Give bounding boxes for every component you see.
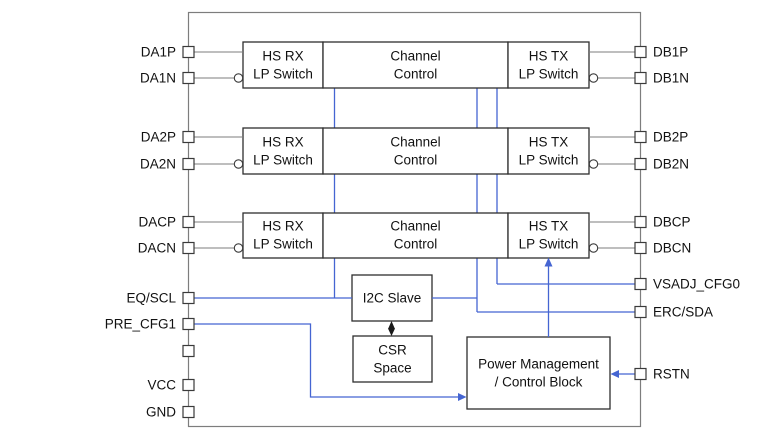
block-hs-tx-3-label-line2: LP Switch <box>519 237 579 252</box>
block-hs-tx-3 <box>507 212 590 259</box>
pin-left-unlabeled <box>182 344 195 358</box>
pin-eqscl <box>182 291 195 305</box>
pin-precfg1 <box>182 317 195 331</box>
block-hs-rx-2-label-line2: LP Switch <box>253 153 313 168</box>
pin-da1p <box>182 45 195 59</box>
block-hs-rx-2 <box>242 127 324 175</box>
pin-dacn <box>182 241 195 255</box>
inverter-bubble-db1n <box>588 73 599 83</box>
pin-vsadjcfg0 <box>634 277 647 291</box>
block-i2c-slave-label: I2C Slave <box>363 291 422 306</box>
block-hs-rx-2-label-line1: HS RX <box>262 135 303 150</box>
block-channel-control-3-label-line2: Control <box>394 237 438 252</box>
pin-label-db2p: DB2P <box>653 130 688 145</box>
pin-gnd <box>182 405 195 419</box>
inverter-bubble-da1n <box>233 73 244 83</box>
arrowhead-pm-to-hstx <box>544 257 553 267</box>
pin-label-da1n: DA1N <box>140 71 176 86</box>
block-channel-control-3 <box>322 212 509 259</box>
pin-db2n <box>634 157 647 171</box>
pin-ercsda <box>634 305 647 319</box>
block-csr-space-label-line2: Space <box>373 361 411 376</box>
block-channel-control-2-label-line1: Channel <box>390 135 440 150</box>
pin-da1n <box>182 71 195 85</box>
pin-label-dacn: DACN <box>138 241 176 256</box>
block-channel-control-2 <box>322 127 509 175</box>
block-hs-tx-1 <box>507 41 590 89</box>
pin-db1p <box>634 45 647 59</box>
pin-da2p <box>182 130 195 144</box>
block-hs-rx-1-label-line1: HS RX <box>262 49 303 64</box>
block-hs-rx-3-label-line2: LP Switch <box>253 237 313 252</box>
block-csr-space-label-line1: CSR <box>378 343 407 358</box>
pin-label-dacp: DACP <box>138 215 176 230</box>
pin-label-ercsda: ERC/SDA <box>653 305 713 320</box>
block-hs-rx-1 <box>242 41 324 89</box>
arrowhead-precfg1-to-pm <box>458 393 467 401</box>
block-hs-rx-3-label-line1: HS RX <box>262 219 303 234</box>
pin-rstn <box>634 367 647 381</box>
pin-label-da2p: DA2P <box>141 130 176 145</box>
pin-da2n <box>182 157 195 171</box>
block-power-management-label-line2: / Control Block <box>495 375 583 390</box>
block-channel-control-1 <box>322 41 509 89</box>
pin-label-db1p: DB1P <box>653 45 688 60</box>
pin-label-vsadjcfg0: VSADJ_CFG0 <box>653 277 740 292</box>
pin-label-eqscl: EQ/SCL <box>126 291 176 306</box>
block-channel-control-1-label-line1: Channel <box>390 49 440 64</box>
block-hs-tx-1-label-line2: LP Switch <box>519 67 579 82</box>
pin-label-vcc: VCC <box>147 378 176 393</box>
pin-dbcn <box>634 241 647 255</box>
block-power-management <box>466 336 611 410</box>
inverter-bubble-dbcn <box>588 243 599 253</box>
pin-label-rstn: RSTN <box>653 367 690 382</box>
pin-label-precfg1: PRE_CFG1 <box>105 317 176 332</box>
pin-db2p <box>634 130 647 144</box>
block-hs-tx-1-label-line1: HS TX <box>529 49 569 64</box>
block-hs-tx-2-label-line2: LP Switch <box>519 153 579 168</box>
block-channel-control-1-label-line2: Control <box>394 67 438 82</box>
pin-label-dbcp: DBCP <box>653 215 691 230</box>
inverter-bubble-dacn <box>233 243 244 253</box>
arrowhead-i2c-csr-down <box>388 328 395 336</box>
pin-label-da2n: DA2N <box>140 157 176 172</box>
inverter-bubble-da2n <box>233 159 244 169</box>
pin-db1n <box>634 71 647 85</box>
pin-label-db1n: DB1N <box>653 71 689 86</box>
block-hs-rx-3 <box>242 212 324 259</box>
pin-vcc <box>182 378 195 392</box>
arrowhead-rstn-to-pm <box>610 370 619 378</box>
inverter-bubble-db2n <box>588 159 599 169</box>
block-hs-tx-2 <box>507 127 590 175</box>
pin-label-gnd: GND <box>146 405 176 420</box>
pin-label-da1p: DA1P <box>141 45 176 60</box>
block-hs-rx-1-label-line2: LP Switch <box>253 67 313 82</box>
pin-label-db2n: DB2N <box>653 157 689 172</box>
block-csr-space <box>352 335 433 383</box>
block-power-management-label-line1: Power Management <box>478 357 599 372</box>
block-channel-control-3-label-line1: Channel <box>390 219 440 234</box>
pin-dbcp <box>634 215 647 229</box>
block-channel-control-2-label-line2: Control <box>394 153 438 168</box>
block-hs-tx-2-label-line1: HS TX <box>529 135 569 150</box>
conn-precfg1-to-pm <box>194 323 459 398</box>
block-hs-tx-3-label-line1: HS TX <box>529 219 569 234</box>
pin-dacp <box>182 215 195 229</box>
arrowhead-i2c-csr-up <box>388 321 395 329</box>
pin-label-dbcn: DBCN <box>653 241 691 256</box>
